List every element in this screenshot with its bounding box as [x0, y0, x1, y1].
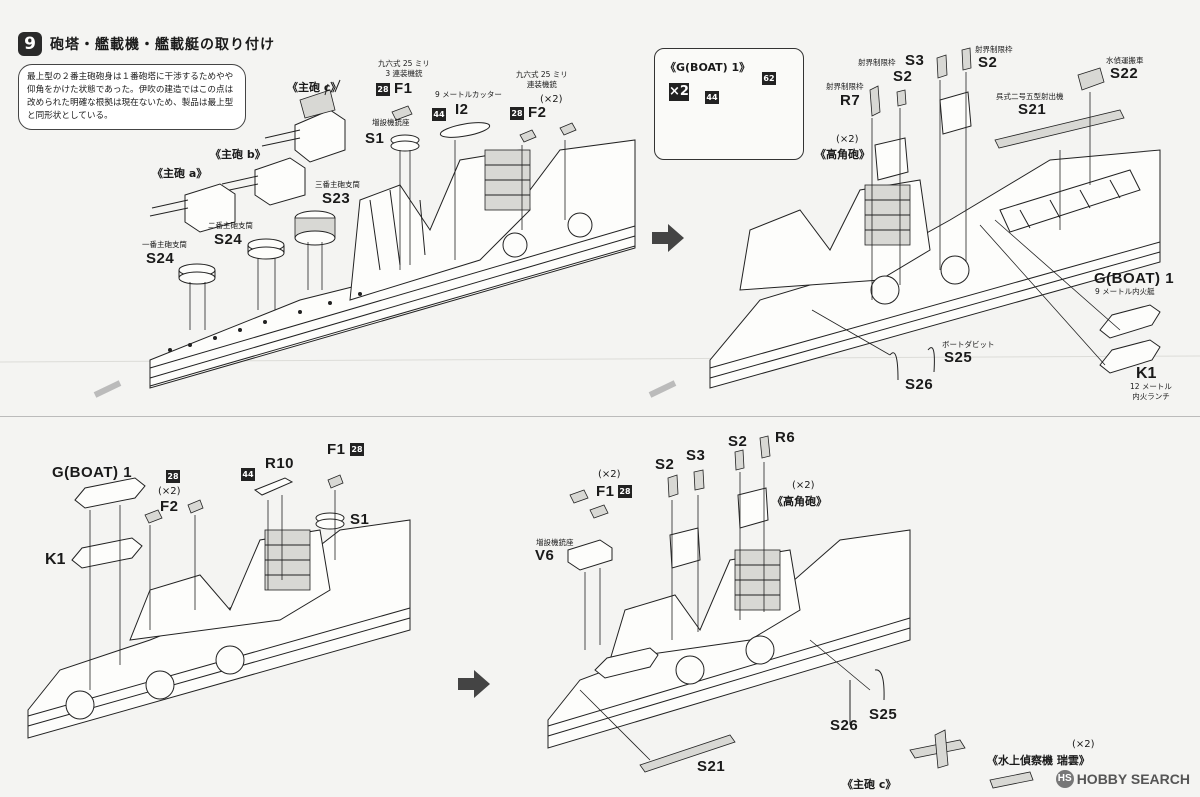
part-r6-br-label: R6 [775, 429, 796, 446]
part-f1-bottom-label: F1 [327, 441, 346, 458]
gboat-bottom-label: G(BOAT) 1 [52, 464, 133, 481]
part-f1-br-label: F1 [596, 483, 615, 500]
part-s24a-label: S24 [146, 250, 175, 267]
part-s2a-br-label: S2 [655, 456, 675, 473]
bottom-left-parts [71, 474, 345, 569]
part-f2-bottom-label: F2 [160, 498, 179, 515]
inset-title: 《G(BOAT) 1》 [665, 61, 751, 74]
turret-a-label: 《主砲 a》 [152, 167, 208, 180]
arrow-to-bottom-right [458, 670, 490, 698]
inset-multiplier: ×2 [669, 83, 689, 101]
f2-bottom-qty: (×2) [158, 486, 181, 497]
hull-drawing-top-right [709, 149, 1161, 389]
step-header: 9 砲塔・艦載機・艦載艇の取り付け [18, 32, 275, 56]
part-s21-label: S21 [1018, 101, 1047, 118]
part-s26-br-label: S26 [830, 717, 859, 734]
f1-br-sprue: 28 [618, 485, 632, 498]
part-s26-label: S26 [905, 376, 934, 393]
s2b-note: 射界制限枠 [975, 45, 1013, 54]
turret-c-drawing [261, 79, 346, 163]
seaplane-label: 《水上偵察機 瑞雲》 [987, 754, 1090, 767]
part-s3-br-label: S3 [686, 447, 706, 464]
hull-drawing-bottom-left [27, 519, 411, 739]
i2-sprue-tag: 44 [432, 108, 446, 121]
watermark: HS HOBBY SEARCH [1055, 770, 1190, 788]
s24b-note: 二番主砲支筒 [208, 221, 253, 230]
gboat-label: G(BOAT) 1 [1094, 270, 1175, 287]
part-i2-label: I2 [455, 101, 469, 118]
k1-bottom-label: K1 [45, 551, 66, 568]
section-divider [0, 416, 1200, 417]
part-s3-label: S3 [905, 52, 925, 69]
s1-note: 増設機銃座 [372, 118, 410, 127]
part-s1-label: S1 [365, 130, 385, 147]
hull-drawing-bottom-right [547, 529, 911, 749]
boat-inset-box: 《G(BOAT) 1》 ×2 44 62 [654, 48, 804, 160]
turret-c-label: 《主砲 c》 [287, 81, 342, 94]
inset-sprue-a: 44 [705, 91, 719, 104]
aa-br-label: 《高角砲》 [772, 495, 827, 508]
cutter-note: 9 メートルカッター [435, 90, 502, 99]
part-s2a-label: S2 [893, 68, 913, 85]
assembly-note: 最上型の２番主砲砲身は１番砲塔に干渉するためやや仰角をかけた状態であった。伊吹の… [18, 64, 246, 130]
support-parts-top-left [178, 105, 577, 285]
plane-qty: (×2) [1072, 739, 1095, 750]
hull-drawing-top-left [149, 139, 636, 389]
s21-note: 呉式二号五型射出機 [996, 92, 1064, 101]
s3-note: 射界制限枠 [858, 58, 896, 67]
part-s22-label: S22 [1110, 65, 1139, 82]
part-s25-br-label: S25 [869, 706, 898, 723]
r10-sprue: 44 [241, 468, 255, 481]
f2-sprue-tag: 28 [510, 107, 524, 120]
r7-note: 射界制限枠 [826, 82, 864, 91]
s25-note: ボートダビット [942, 340, 995, 349]
top-right-parts [869, 47, 1161, 381]
bottom-right-parts [567, 435, 1034, 789]
hobby-search-logo-icon: HS [1055, 770, 1074, 788]
part-f1-label: F1 [394, 80, 413, 97]
turret-c-br-label: 《主砲 c》 [842, 778, 897, 791]
f2-qty: (×2) [540, 94, 563, 105]
part-s25-label: S25 [944, 349, 973, 366]
k1-note: 12 メートル 内火ランチ [1130, 382, 1172, 401]
part-s2b-br-label: S2 [728, 433, 748, 450]
part-s2b-label: S2 [978, 54, 998, 71]
part-s23-label: S23 [322, 190, 351, 207]
f1-bottom-sprue: 28 [350, 443, 364, 456]
s22-note: 水偵運搬車 [1106, 56, 1144, 65]
step-number: 9 [18, 32, 42, 56]
step-title: 砲塔・艦載機・艦載艇の取り付け [50, 37, 275, 53]
part-r7-label: R7 [840, 92, 861, 109]
aa-gun-label: 《高角砲》 [815, 148, 870, 161]
watermark-text: HOBBY SEARCH [1076, 771, 1190, 787]
aa-br-qty: (×2) [792, 480, 815, 491]
part-f2-label: F2 [528, 104, 547, 121]
gboat-note: 9 メートル内火艇 [1095, 287, 1155, 296]
part-v6-label: V6 [535, 547, 555, 564]
arrow-to-top-right [652, 224, 684, 252]
part-s1-bottom-label: S1 [350, 511, 370, 528]
part-s21-br-label: S21 [697, 758, 726, 775]
part-k1-label: K1 [1136, 365, 1157, 382]
turret-b-drawing [219, 157, 306, 206]
mg-twin-note: 九六式 25 ミリ 連装機銃 [516, 70, 568, 89]
s23-note: 三番主砲支筒 [315, 180, 360, 189]
s24a-note: 一番主砲支筒 [142, 240, 187, 249]
aa-qty: (×2) [836, 134, 859, 145]
mg-triple-note: 九六式 25 ミリ 3 連装機銃 [378, 59, 430, 78]
v6-note: 増設機銃座 [536, 538, 574, 547]
f1-br-qty: (×2) [598, 469, 621, 480]
part-r10-label: R10 [265, 455, 295, 472]
f2-bottom-sprue: 28 [166, 470, 180, 483]
f1-sprue-tag: 28 [376, 83, 390, 96]
part-s24b-label: S24 [214, 231, 243, 248]
inset-sprue-b: 62 [762, 72, 776, 85]
turret-a-drawing [149, 183, 236, 233]
turret-b-label: 《主砲 b》 [210, 148, 266, 161]
